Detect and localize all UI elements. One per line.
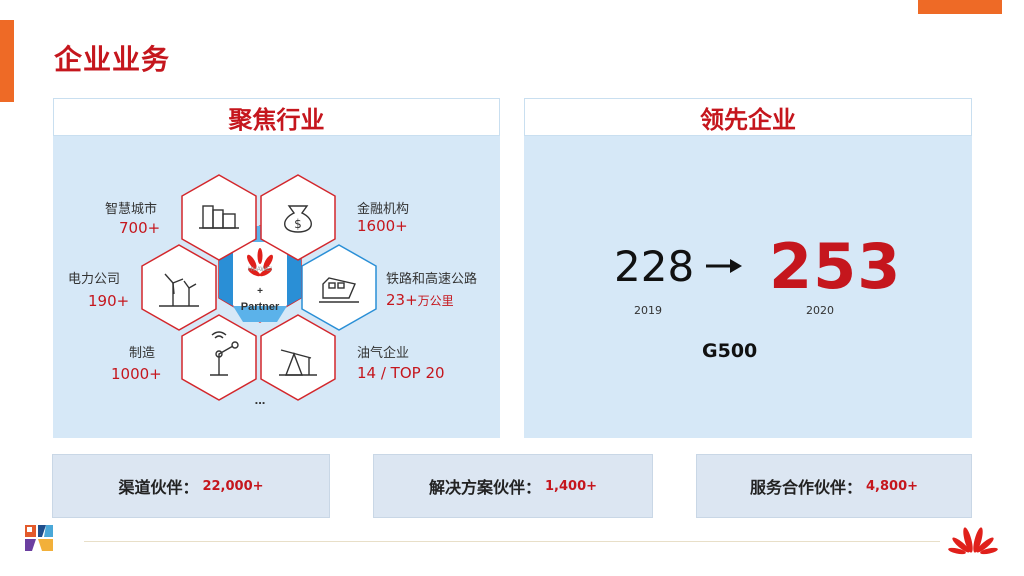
year-2019: 2019 — [634, 304, 662, 317]
pmi-logo — [25, 525, 53, 551]
stat-solution-partners: 解决方案伙伴： 1,400+ — [373, 454, 653, 518]
hex-smart-city — [181, 174, 257, 261]
count-2020: 253 — [769, 230, 902, 303]
stat-label: 服务合作伙伴： — [749, 478, 862, 497]
industry-value-power: 190+ — [88, 292, 130, 310]
leading-enterprises-header: 领先企业 — [524, 98, 972, 136]
railway-length-value: 23+ — [386, 291, 418, 309]
industries-panel: $ HUAWEI — [53, 98, 500, 438]
count-2019: 228 — [614, 242, 695, 291]
connector-band — [233, 306, 287, 322]
top-accent-bar — [918, 0, 1002, 14]
g500-caption: G500 — [702, 340, 758, 362]
robot-arm-icon — [210, 331, 239, 376]
page-title: 企业业务 — [54, 43, 171, 76]
industry-hexagon-graphic: $ HUAWEI — [141, 174, 377, 407]
center-plus: + — [257, 286, 263, 297]
hex-power — [141, 244, 217, 331]
center-brand: HUAWEI — [248, 267, 272, 273]
industry-label-railway: 铁路和高速公路 — [386, 272, 478, 287]
train-icon — [319, 277, 359, 303]
leading-enterprises-panel: 领先企业 228 253 2019 2020 G500 — [524, 98, 972, 438]
industry-label-smart-city: 智慧城市 — [105, 202, 158, 217]
industry-label-oil-gas: 油气企业 — [357, 346, 410, 361]
year-2020: 2020 — [806, 304, 834, 317]
stat-label: 解决方案伙伴： — [428, 478, 541, 497]
stat-value: 1,400+ — [545, 478, 598, 494]
stat-value: 4,800+ — [866, 478, 919, 494]
industry-value-manufacturing: 1000+ — [111, 365, 162, 383]
industry-label-finance: 金融机构 — [357, 202, 410, 217]
railway-unit: 万公里 — [417, 294, 454, 308]
svg-text:$: $ — [294, 217, 302, 231]
industry-label-power: 电力公司 — [68, 272, 121, 287]
center-partner: Partner — [241, 301, 280, 313]
industry-label-manufacturing: 制造 — [129, 346, 156, 361]
stat-label: 渠道伙伴： — [118, 478, 199, 497]
hex-finance — [260, 174, 336, 261]
stat-value: 22,000+ — [202, 478, 264, 494]
footer-divider — [84, 541, 940, 542]
city-buildings-icon — [199, 205, 239, 229]
industry-value-oil-gas: 14 / TOP 20 — [357, 364, 445, 382]
money-bag-icon: $ — [284, 205, 312, 233]
industries-header: 聚焦行业 — [53, 98, 500, 136]
stat-service-partners: 服务合作伙伴： 4,800+ — [696, 454, 972, 518]
wind-turbine-icon — [159, 273, 199, 307]
industry-value-railway: 23+万公里 — [386, 291, 454, 309]
ellipsis: ... — [255, 392, 266, 407]
stat-channel-partners: 渠道伙伴： 22,000+ — [52, 454, 330, 518]
industry-value-smart-city: 700+ — [119, 219, 161, 237]
huawei-logo — [948, 527, 998, 555]
left-accent-bar — [0, 20, 14, 102]
oil-pump-icon — [279, 349, 317, 376]
industry-value-finance: 1600+ — [357, 217, 408, 235]
right-arrow-icon — [706, 259, 742, 273]
hex-oil-gas — [260, 314, 336, 401]
huawei-flower-icon — [247, 248, 273, 277]
